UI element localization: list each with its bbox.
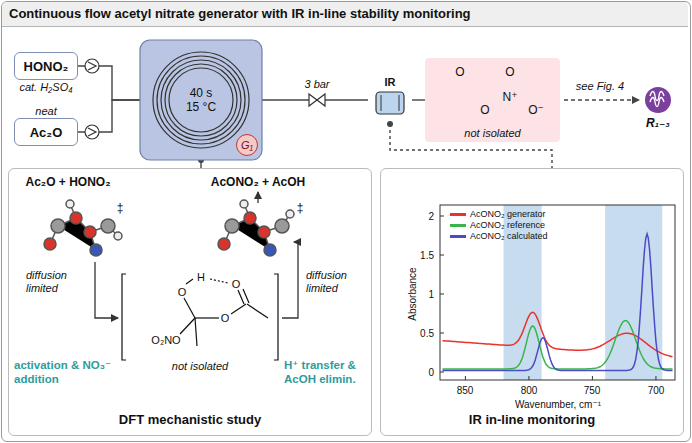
legend-swatch xyxy=(450,213,466,216)
stroke xyxy=(440,333,444,334)
label-text: diffusion limited xyxy=(306,269,364,295)
reaction-arrow xyxy=(95,192,298,318)
label-text: 0 xyxy=(428,367,434,378)
label-text: O xyxy=(505,65,514,79)
label-text: O₂NO xyxy=(151,334,180,346)
legend-text: AcONO₂ reference xyxy=(470,220,545,231)
ir-cell xyxy=(376,92,404,114)
label-text: 800 xyxy=(521,385,538,396)
label-text: H xyxy=(197,271,205,283)
label-text: 750 xyxy=(584,385,601,396)
bracket xyxy=(122,274,278,360)
legend-text: AcONO₂ calculated xyxy=(470,231,548,242)
coil-icon xyxy=(640,86,676,114)
reactor-coil xyxy=(153,52,249,148)
label-text: ‡ xyxy=(117,201,124,215)
flow-reactor: 40 s 15 °C G₁ xyxy=(140,40,262,160)
ir-spectrum-chart xyxy=(440,205,675,380)
node-label: Ac₂O xyxy=(30,125,63,140)
node-label: not isolated xyxy=(425,127,560,139)
node-label: IR xyxy=(368,76,412,88)
stroke xyxy=(440,294,444,295)
reactor-body xyxy=(140,40,262,160)
edge-label: see Fig. 4 xyxy=(574,80,626,92)
stroke xyxy=(528,376,529,380)
label-text: H⁺ transfer & AcOH elimin. xyxy=(284,358,368,386)
label-text: N⁺ xyxy=(503,90,518,104)
node-label: IR in-line monitoring xyxy=(381,412,683,427)
pressure-valve xyxy=(309,94,325,106)
label-text: ‡ xyxy=(297,201,304,215)
label-text: Ac₂O + HONO₂ xyxy=(25,175,110,189)
ir-detector: IR xyxy=(368,76,412,124)
pump xyxy=(85,59,99,139)
label-text: O xyxy=(178,286,187,298)
stroke xyxy=(465,376,466,380)
panel: IR in-line monitoring xyxy=(380,168,684,436)
stroke xyxy=(592,376,593,380)
legend-text: AcONO₂ generator xyxy=(470,209,546,220)
legend-swatch xyxy=(450,224,466,227)
spectrum-line xyxy=(443,234,673,371)
label-text: Wavenumber, cm⁻¹ xyxy=(515,399,601,410)
label-text: 700 xyxy=(648,385,665,396)
label-text: O⁻ xyxy=(528,103,544,117)
stroke xyxy=(440,255,444,256)
label-text: O xyxy=(455,65,464,79)
label-text: 0.5 xyxy=(420,328,434,339)
stroke xyxy=(440,372,444,373)
ir-cell-window xyxy=(381,95,399,111)
stroke xyxy=(440,216,444,217)
edge-label: 3 bar xyxy=(302,78,331,90)
stroke xyxy=(650,92,664,107)
intermediate-structure xyxy=(180,279,268,346)
label-text: Absorbance xyxy=(407,267,418,320)
connector xyxy=(564,99,639,100)
node-note: G₁ xyxy=(236,134,258,156)
label-text: not isolated xyxy=(172,360,228,372)
node-label: DFT mechanistic study xyxy=(9,412,371,427)
node-label: HONO₂ xyxy=(24,59,69,74)
connector xyxy=(412,99,425,100)
label-text: 850 xyxy=(457,385,474,396)
label-text: O xyxy=(232,278,241,290)
highlight-band xyxy=(605,205,662,380)
label-text: 1 xyxy=(428,289,434,300)
label-text: O xyxy=(480,103,489,117)
reagent-bottle: Ac₂Oneat xyxy=(14,118,78,146)
figure-title: Continuous flow acetyl nitrate generator… xyxy=(9,6,471,21)
connector-dot xyxy=(387,121,393,127)
reagent-bottle: HONO₂cat. H₂SO₄ xyxy=(14,52,78,80)
node-label: 40 s 15 °C xyxy=(183,86,219,114)
transition-state-model xyxy=(44,200,122,256)
node-note: neat xyxy=(15,105,77,117)
label-text: activation & NO₃⁻ addition xyxy=(14,358,118,386)
plot-frame xyxy=(440,205,675,380)
label-text: AcONO₂ + AcOH xyxy=(211,175,306,189)
label-text: diffusion limited xyxy=(26,269,84,295)
node-label: R₁₋₃ xyxy=(634,116,682,130)
panel: DFT mechanistic study xyxy=(8,168,372,436)
icon-disc xyxy=(645,87,671,113)
label-text: 2 xyxy=(428,211,434,222)
product-box: not isolated xyxy=(425,58,560,142)
stroke xyxy=(655,376,656,380)
node-note: cat. H₂SO₄ xyxy=(15,81,77,93)
legend-swatch xyxy=(450,235,466,238)
label-text: O xyxy=(221,312,230,324)
label-text: 1.5 xyxy=(420,250,434,261)
reactor-icon: R₁₋₃ xyxy=(640,86,676,114)
transition-state-model xyxy=(218,200,294,256)
